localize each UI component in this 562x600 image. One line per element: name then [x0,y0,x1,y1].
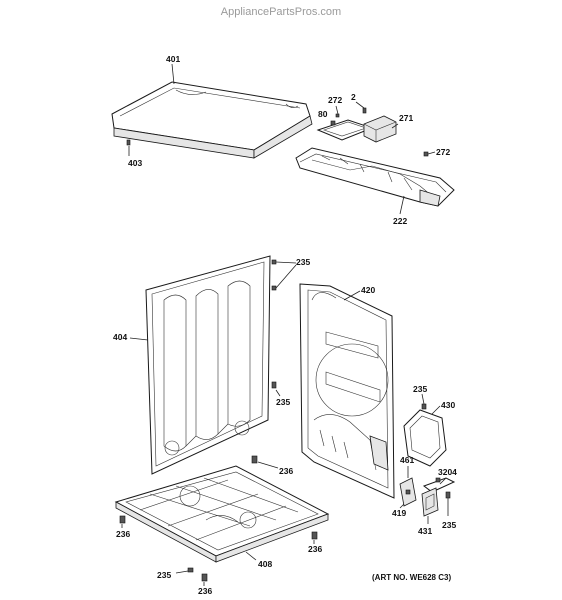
screw-2-part[interactable] [362,107,367,114]
callout-404: 404 [113,332,127,342]
callout-3204: 3204 [438,467,457,477]
top-cover-part[interactable] [111,81,313,159]
callout-419: 419 [392,508,406,518]
access-cover-430-part[interactable] [403,409,447,467]
screw-272-part[interactable] [423,151,429,157]
bracket-431-part[interactable] [421,487,439,517]
foot-236-left-part[interactable] [119,515,126,524]
callout-80: 80 [318,109,328,119]
hinge-3204-part[interactable] [422,477,456,493]
screw-235-mid-part[interactable] [271,381,277,389]
screw-235-top-part[interactable] [271,259,277,291]
control-bracket-part[interactable] [363,115,397,143]
screw-235-base-part[interactable] [187,567,194,573]
callout-236-bottom: 236 [198,586,212,596]
callout-235-base: 235 [157,570,171,580]
callout-461: 461 [400,455,414,465]
rear-panel-404-part[interactable] [145,255,271,475]
callout-222: 222 [393,216,407,226]
callout-235-mid: 235 [276,397,290,407]
callout-235-cover: 235 [413,384,427,394]
watermark-text: AppliancePartsPros.com [221,6,341,18]
callout-235-top: 235 [296,257,310,267]
front-panel-420-part[interactable] [299,283,395,499]
cover-screw-part[interactable] [126,139,131,146]
base-408-part[interactable] [114,465,330,563]
callout-271: 271 [399,113,413,123]
callout-272-lower: 272 [436,147,450,157]
callout-430: 430 [441,400,455,410]
top-bracket-222-part[interactable] [295,147,455,207]
foot-236-right-part[interactable] [311,531,318,540]
callout-408: 408 [258,559,272,569]
callout-401: 401 [166,54,180,64]
bracket-461-part[interactable] [399,477,417,507]
callout-2: 2 [351,92,356,102]
callout-236-left: 236 [116,529,130,539]
callout-235-side: 235 [442,520,456,530]
foot-236-bottom-part[interactable] [201,573,208,582]
callout-420: 420 [361,285,375,295]
callout-236-right: 236 [308,544,322,554]
callout-431: 431 [418,526,432,536]
foot-236-top-part[interactable] [251,455,258,464]
art-number: (ART NO. WE628 C3) [372,573,451,582]
screw-235-cover-part[interactable] [421,403,427,410]
callout-403: 403 [128,158,142,168]
callout-236-top: 236 [279,466,293,476]
callout-272-upper: 272 [328,95,342,105]
screw-80-part[interactable] [330,120,336,126]
screw-235-side-part[interactable] [445,491,451,499]
